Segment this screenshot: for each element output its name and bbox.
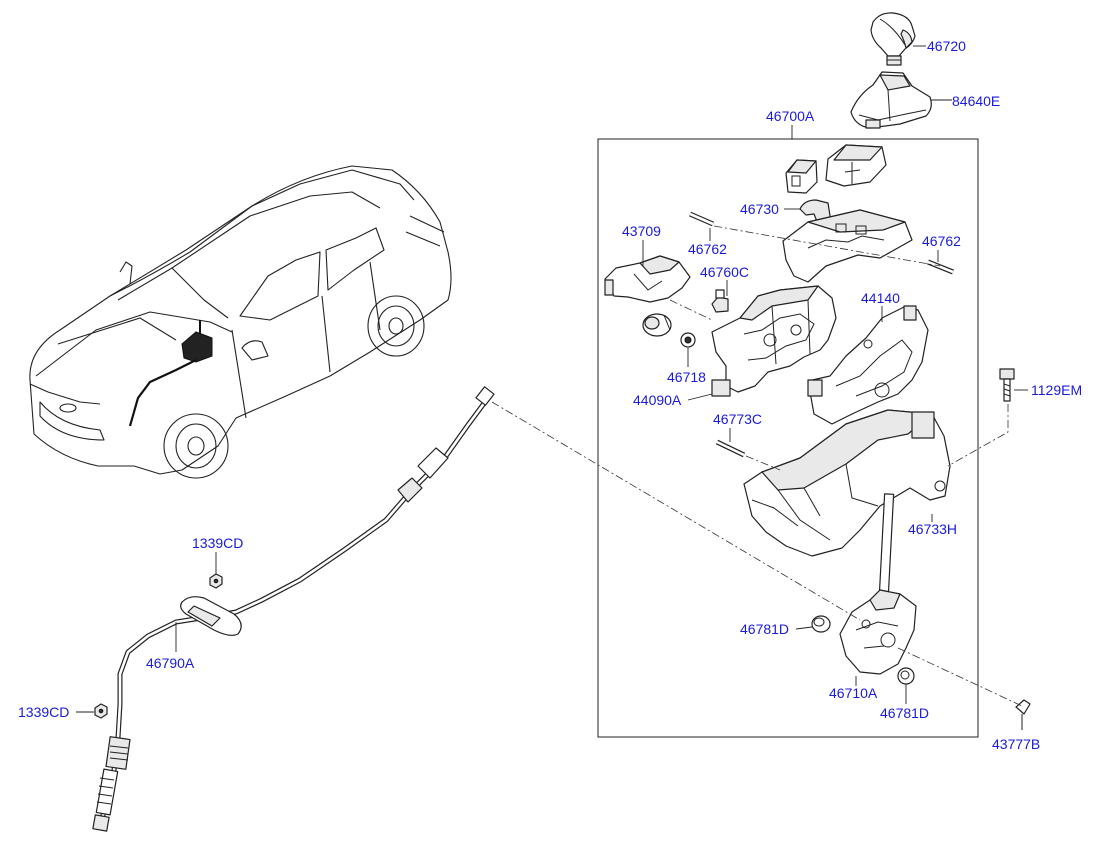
label-46762-right[interactable]: 46762 (922, 233, 961, 249)
bolt-1129EM[interactable] (999, 368, 1015, 402)
pin-46773C[interactable] (715, 439, 746, 458)
label-46781D-left[interactable]: 46781D (740, 621, 789, 637)
shift-boot-84640E[interactable] (850, 71, 932, 129)
label-46718[interactable]: 46718 (667, 369, 706, 385)
shift-knob-46720[interactable] (870, 12, 916, 66)
label-46720[interactable]: 46720 (927, 38, 966, 54)
leader-44090A (687, 393, 713, 401)
shifter-housing-44090A[interactable] (711, 285, 837, 397)
shift-cable-46790A[interactable] (92, 386, 495, 832)
label-84640E[interactable]: 84640E (952, 93, 1000, 109)
detent-plate[interactable] (782, 209, 913, 283)
label-46762-left[interactable]: 46762 (688, 241, 727, 257)
label-46781D-right[interactable]: 46781D (880, 705, 929, 721)
shift-lever-46710A[interactable] (839, 493, 917, 675)
bushing-46781D-right[interactable] (897, 667, 915, 685)
label-46790A[interactable]: 46790A (146, 655, 195, 671)
label-1129EM[interactable]: 1129EM (1031, 382, 1082, 398)
label-1339CD-bottom[interactable]: 1339CD (18, 704, 69, 720)
part-labels: 46720 84640E 46700A 46730 43709 46762 46… (18, 38, 1082, 752)
nut-1339CD-bottom[interactable] (94, 703, 108, 719)
label-46730[interactable]: 46730 (740, 201, 779, 217)
upper-bracket-small[interactable] (785, 159, 818, 194)
nut-1339CD-top[interactable] (209, 573, 223, 589)
label-46700A[interactable]: 46700A (766, 108, 815, 124)
bushing-46718[interactable] (680, 332, 696, 348)
pin-46762-left[interactable] (689, 211, 714, 227)
switch-46760C[interactable] (711, 289, 729, 313)
label-43777B[interactable]: 43777B (992, 736, 1040, 752)
label-46733H[interactable]: 46733H (908, 521, 957, 537)
base-tray-46733H[interactable] (743, 409, 951, 557)
leader-46781D-left (795, 626, 813, 630)
upper-bracket-large[interactable] (825, 144, 887, 187)
label-46773C[interactable]: 46773C (713, 411, 762, 427)
alignment-lines (491, 225, 1023, 707)
clip-43777B[interactable] (1015, 699, 1031, 730)
label-1339CD-top[interactable]: 1339CD (192, 535, 243, 551)
label-44090A[interactable]: 44090A (633, 392, 682, 408)
solenoid-roller[interactable] (642, 313, 672, 337)
cover-plate-44140[interactable] (807, 305, 929, 425)
vehicle-illustration (29, 165, 452, 479)
label-46760C[interactable]: 46760C (700, 264, 749, 280)
label-46710A[interactable]: 46710A (829, 685, 878, 701)
label-44140[interactable]: 44140 (861, 290, 900, 306)
pin-46762-right[interactable] (927, 259, 954, 275)
assembly-box-46700A (597, 138, 979, 738)
shift-lock-cover-43709[interactable] (604, 255, 691, 303)
label-43709[interactable]: 43709 (622, 223, 661, 239)
bushing-46781D-left[interactable] (811, 615, 831, 633)
